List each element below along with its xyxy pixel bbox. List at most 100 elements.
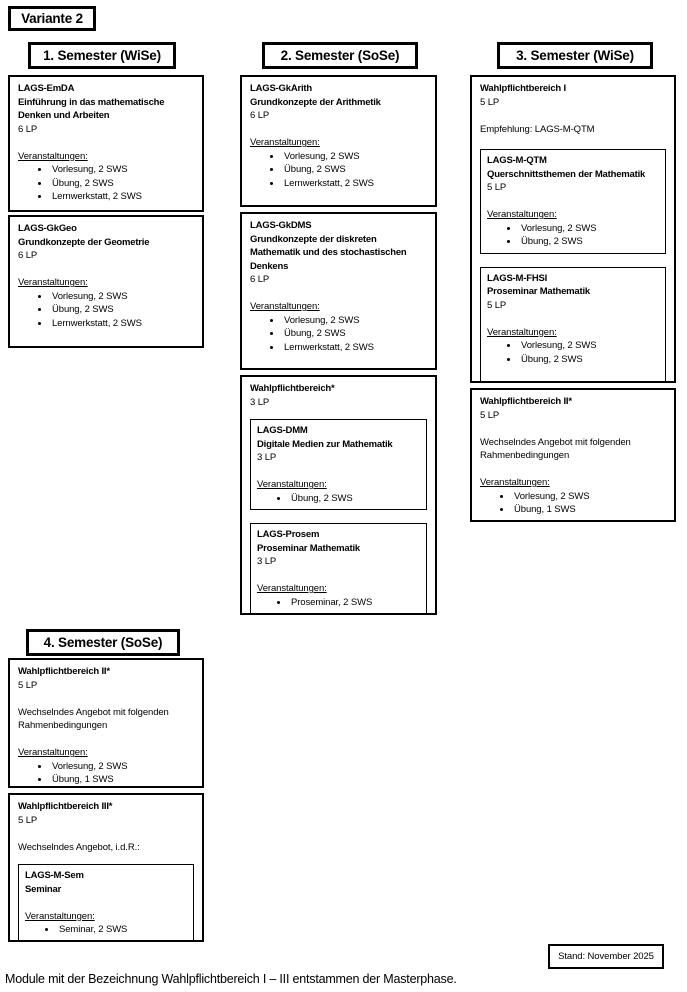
module-title: Wahlpflichtbereich I	[480, 83, 566, 94]
stand-date-box: Stand: November 2025	[548, 944, 664, 969]
event-item: Übung, 2 SWS	[282, 163, 427, 177]
module-title: Querschnittsthemen der Mathematik	[487, 168, 646, 180]
event-item: Übung, 2 SWS	[519, 353, 659, 367]
events-list: Vorlesung, 2 SWS Übung, 2 SWS	[487, 339, 659, 366]
events-label: Veranstaltungen:	[487, 209, 557, 220]
module-box-lags-dmm: LAGS-DMM Digitale Medien zur Mathematik …	[250, 419, 427, 510]
module-note: Wechselndes Angebot mit folgenden Rahmen…	[18, 706, 169, 732]
module-code: LAGS-EmDA	[18, 83, 75, 94]
event-item: Lernwerkstatt, 2 SWS	[282, 177, 427, 191]
module-title: Wahlpflichtbereich*	[250, 383, 335, 394]
events-list: Vorlesung, 2 SWS Übung, 1 SWS	[18, 760, 194, 787]
module-title: Grundkonzepte der Geometrie	[18, 236, 150, 248]
event-item: Vorlesung, 2 SWS	[519, 222, 659, 236]
module-code: LAGS-Prosem	[257, 529, 320, 540]
events-list: Seminar, 2 SWS	[25, 923, 187, 937]
module-credits: 3 LP	[250, 396, 270, 408]
events-list: Vorlesung, 2 SWS Übung, 2 SWS Lernwerkst…	[18, 290, 194, 331]
event-item: Vorlesung, 2 SWS	[512, 490, 666, 504]
events-label: Veranstaltungen:	[18, 150, 88, 162]
event-item: Übung, 2 SWS	[50, 303, 194, 317]
module-note: Empfehlung: LAGS-M-QTM	[480, 123, 595, 135]
module-box-lags-m-sem: LAGS-M-Sem Seminar Veranstaltungen: Semi…	[18, 864, 194, 940]
event-item: Vorlesung, 2 SWS	[50, 163, 194, 177]
event-item: Übung, 1 SWS	[512, 503, 666, 517]
semester-3-header-label: 3. Semester (WiSe)	[516, 48, 634, 63]
module-title: Seminar	[25, 883, 62, 895]
variant-label: Variante 2	[21, 11, 83, 26]
event-item: Vorlesung, 2 SWS	[282, 150, 427, 164]
events-label: Veranstaltungen:	[18, 277, 88, 288]
module-credits: 5 LP	[18, 814, 38, 826]
module-code: LAGS-M-Sem	[25, 870, 84, 881]
module-note: Wechselndes Angebot, i.d.R.:	[18, 841, 140, 853]
event-item: Übung, 1 SWS	[50, 773, 194, 786]
module-box-lags-m-fhsi: LAGS-M-FHSI Proseminar Mathematik 5 LP V…	[480, 266, 666, 381]
event-item: Proseminar, 2 SWS	[289, 596, 420, 610]
module-title: Wahlpflichtbereich II*	[18, 666, 110, 677]
module-title: Einführung in das mathematische Denken u…	[18, 96, 165, 122]
event-item: Vorlesung, 2 SWS	[282, 314, 427, 328]
module-credits: 5 LP	[487, 299, 507, 311]
semester-1-header-label: 1. Semester (WiSe)	[43, 48, 161, 63]
semester-4-header: 4. Semester (SoSe)	[26, 629, 180, 656]
module-box-lags-m-qtm: LAGS-M-QTM Querschnittsthemen der Mathem…	[480, 149, 666, 254]
module-title: Digitale Medien zur Mathematik	[257, 438, 393, 450]
events-list: Vorlesung, 2 SWS Übung, 2 SWS Lernwerkst…	[250, 314, 427, 355]
events-list: Übung, 2 SWS	[257, 492, 420, 506]
module-code: LAGS-GkDMS	[250, 220, 312, 231]
events-list: Vorlesung, 2 SWS Übung, 2 SWS Lernwerkst…	[18, 163, 194, 204]
module-title: Grundkonzepte der diskreten Mathematik u…	[250, 233, 407, 272]
module-box-lags-gkarith: LAGS-GkArith Grundkonzepte der Arithmeti…	[240, 75, 437, 207]
module-note: Wechselndes Angebot mit folgenden Rahmen…	[480, 436, 631, 462]
events-label: Veranstaltungen:	[480, 477, 550, 488]
module-credits: 3 LP	[257, 556, 277, 567]
event-item: Lernwerkstatt, 2 SWS	[50, 190, 194, 204]
event-item: Übung, 2 SWS	[50, 177, 194, 191]
module-box-wahlpflichtbereich: Wahlpflichtbereich* 3 LP LAGS-DMM Digita…	[240, 375, 437, 615]
module-credits: 3 LP	[257, 452, 277, 463]
event-item: Lernwerkstatt, 2 SWS	[282, 341, 427, 355]
module-code: LAGS-M-QTM	[487, 155, 547, 166]
events-label: Veranstaltungen:	[18, 747, 88, 758]
module-box-lags-prosem: LAGS-Prosem Proseminar Mathematik 3 LP V…	[250, 523, 427, 613]
module-box-wahlpflichtbereich-3: Wahlpflichtbereich III* 5 LP Wechselndes…	[8, 793, 204, 942]
semester-2-header: 2. Semester (SoSe)	[262, 42, 418, 69]
events-label: Veranstaltungen:	[25, 910, 95, 922]
module-title: Wahlpflichtbereich II*	[480, 396, 572, 407]
module-credits: 6 LP	[250, 110, 270, 121]
module-credits: 5 LP	[480, 96, 500, 108]
module-title: Proseminar Mathematik	[487, 286, 590, 297]
event-item: Vorlesung, 2 SWS	[519, 339, 659, 353]
module-box-wahlpflichtbereich-1: Wahlpflichtbereich I 5 LP Empfehlung: LA…	[470, 75, 676, 383]
events-label: Veranstaltungen:	[257, 479, 327, 490]
module-box-lags-gkgeo: LAGS-GkGeo Grundkonzepte der Geometrie 6…	[8, 215, 204, 348]
events-label: Veranstaltungen:	[487, 326, 557, 338]
module-code: LAGS-GkArith	[250, 83, 312, 94]
event-item: Seminar, 2 SWS	[57, 923, 187, 937]
event-item: Vorlesung, 2 SWS	[50, 760, 194, 774]
event-item: Übung, 2 SWS	[289, 492, 420, 506]
variant-label-box: Variante 2	[8, 6, 96, 31]
footnote-text: Module mit der Bezeichnung Wahlpflichtbe…	[5, 972, 457, 986]
event-item: Lernwerkstatt, 2 SWS	[50, 317, 194, 331]
event-item: Übung, 2 SWS	[519, 235, 659, 249]
events-list: Proseminar, 2 SWS	[257, 596, 420, 610]
module-credits: 5 LP	[487, 182, 507, 193]
module-credits: 6 LP	[18, 250, 38, 261]
events-label: Veranstaltungen:	[257, 583, 327, 594]
module-credits: 6 LP	[250, 274, 270, 285]
stand-date-label: Stand: November 2025	[558, 951, 654, 962]
module-credits: 5 LP	[480, 409, 500, 421]
module-title: Grundkonzepte der Arithmetik	[250, 96, 381, 108]
module-box-wahlpflichtbereich-2-s4: Wahlpflichtbereich II* 5 LP Wechselndes …	[8, 658, 204, 788]
events-list: Vorlesung, 2 SWS Übung, 2 SWS Lernwerkst…	[250, 150, 427, 191]
semester-3-header: 3. Semester (WiSe)	[497, 42, 653, 69]
semester-2-header-label: 2. Semester (SoSe)	[280, 48, 400, 63]
semester-4-header-label: 4. Semester (SoSe)	[43, 635, 163, 650]
module-code: LAGS-GkGeo	[18, 223, 77, 234]
module-box-wahlpflichtbereich-2-s3: Wahlpflichtbereich II* 5 LP Wechselndes …	[470, 388, 676, 522]
module-code: LAGS-M-FHSI	[487, 272, 548, 284]
module-box-lags-gkdms: LAGS-GkDMS Grundkonzepte der diskreten M…	[240, 212, 437, 370]
